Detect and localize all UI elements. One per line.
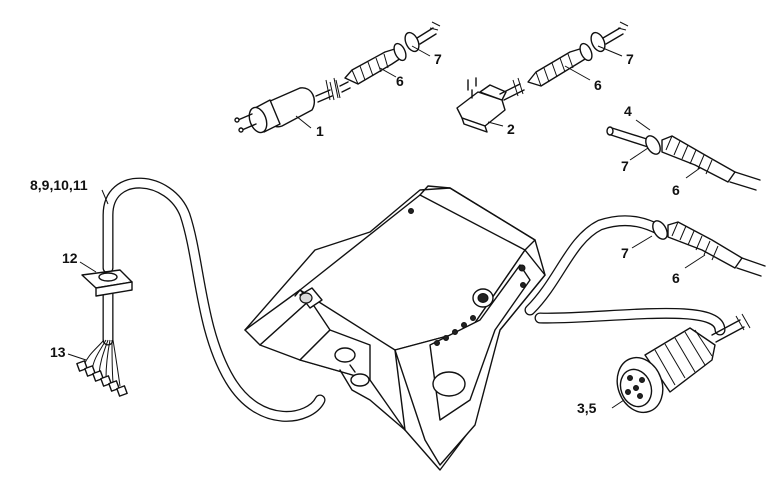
rotary-knob <box>472 288 494 308</box>
callout-3-5: 3,5 <box>577 400 597 416</box>
round-connector-part-3-5 <box>616 313 751 414</box>
leader-lines <box>67 45 706 409</box>
callout-7-right-middle: 7 <box>621 245 629 261</box>
callout-1: 1 <box>316 123 324 139</box>
indicator-leds <box>434 315 476 346</box>
cable-break-mark <box>325 77 339 101</box>
right-cable <box>524 215 726 336</box>
callout-6-top-right: 6 <box>594 77 602 93</box>
callout-2: 2 <box>507 121 515 137</box>
callout-7-top-left: 7 <box>434 51 442 67</box>
callout-4: 4 <box>624 103 632 119</box>
wire-harness-part-13 <box>76 339 128 397</box>
callout-6-top-left: 6 <box>396 73 404 89</box>
schuko-plug-part-1 <box>234 79 351 134</box>
callout-12: 12 <box>62 250 78 266</box>
strain-relief-top-right <box>527 21 629 87</box>
uk-plug-part-2 <box>456 77 525 133</box>
callout-7-right-upper: 7 <box>621 158 629 174</box>
control-housing <box>244 185 546 471</box>
strain-relief-right-middle <box>652 220 766 277</box>
strain-relief-top-left <box>344 21 441 85</box>
grommet-part-12 <box>81 269 133 297</box>
left-cable <box>102 177 326 422</box>
cable-part-4 <box>606 126 761 191</box>
callout-6-right-upper: 6 <box>672 182 680 198</box>
callout-8-9-10-11: 8,9,10,11 <box>30 177 88 193</box>
callout-6-right-middle: 6 <box>672 270 680 286</box>
callout-labels: 1 2 3,5 4 6 6 6 6 7 7 7 7 8,9,10,11 12 1… <box>30 51 680 416</box>
callout-7-top-right: 7 <box>626 51 634 67</box>
callout-13: 13 <box>50 344 66 360</box>
